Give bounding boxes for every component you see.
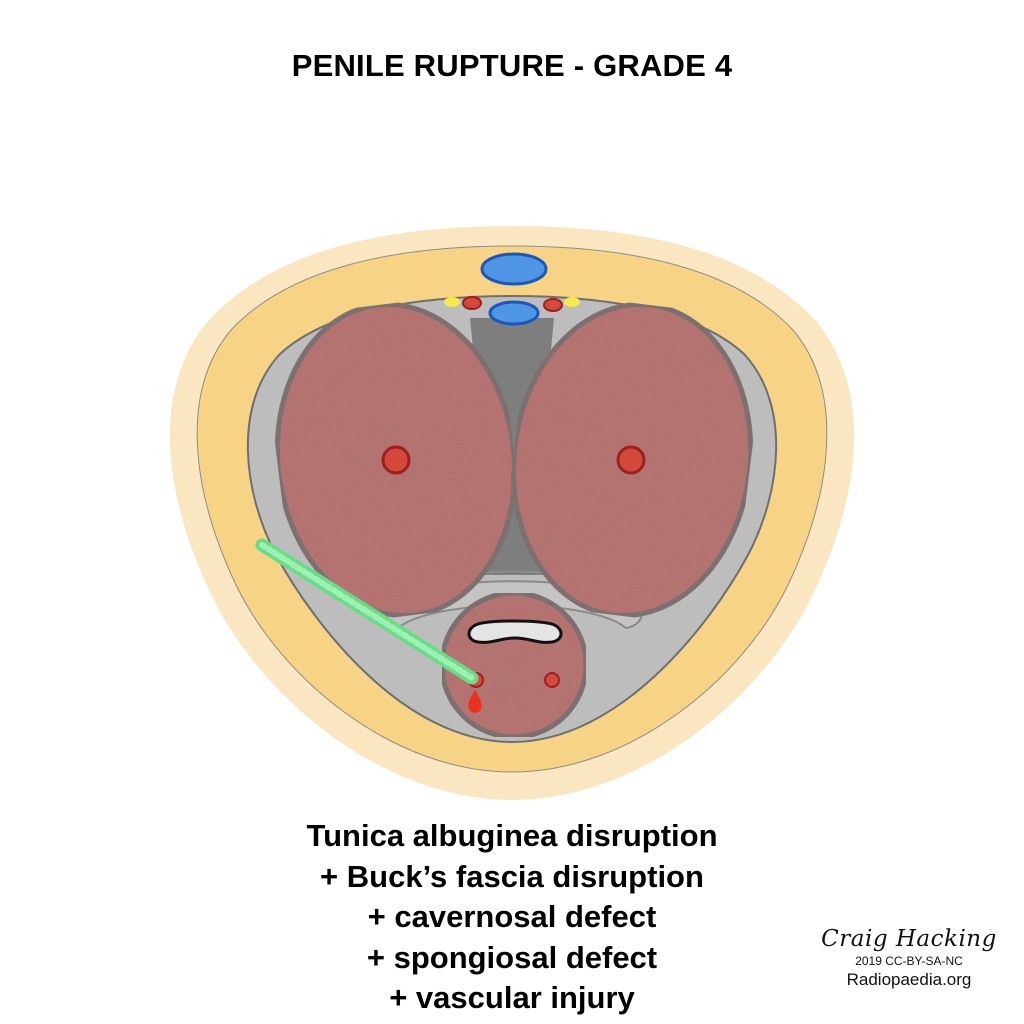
bulbourethral-artery-right bbox=[544, 672, 560, 688]
caption-line: + spongiosal defect bbox=[366, 939, 658, 975]
deep-dorsal-vein bbox=[488, 300, 540, 326]
urethra bbox=[467, 619, 563, 644]
license-text: 2019 CC-BY-SA-NC bbox=[855, 954, 963, 968]
dorsal-artery-right bbox=[543, 298, 563, 312]
superficial-dorsal-vein bbox=[480, 252, 548, 286]
source-site: Radiopaedia.org bbox=[846, 970, 972, 989]
hemorrhage-droplet bbox=[468, 690, 482, 713]
author-signature: Craig Hacking bbox=[821, 926, 997, 952]
dorsal-nerve-right bbox=[564, 297, 580, 307]
dorsal-nerve-left bbox=[444, 297, 460, 307]
dorsal-artery-left bbox=[462, 296, 482, 310]
tear-line bbox=[255, 538, 479, 685]
caption-line: + cavernosal defect bbox=[367, 899, 657, 934]
cavernosal-artery-left bbox=[381, 445, 411, 475]
caption-line: + Buck’s fascia disruption bbox=[320, 858, 704, 894]
grade-description: Tunica albuginea disruption + Buck’s fas… bbox=[0, 816, 1024, 1019]
caption-line: Tunica albuginea disruption bbox=[306, 818, 718, 853]
caption-line: + vascular injury bbox=[389, 980, 635, 1015]
page-title: PENILE RUPTURE - GRADE 4 bbox=[291, 48, 733, 83]
author-credit: Craig Hacking 2019 CC-BY-SA-NC Radiopaed… bbox=[814, 924, 1004, 992]
cavernosal-artery-right bbox=[616, 445, 646, 475]
